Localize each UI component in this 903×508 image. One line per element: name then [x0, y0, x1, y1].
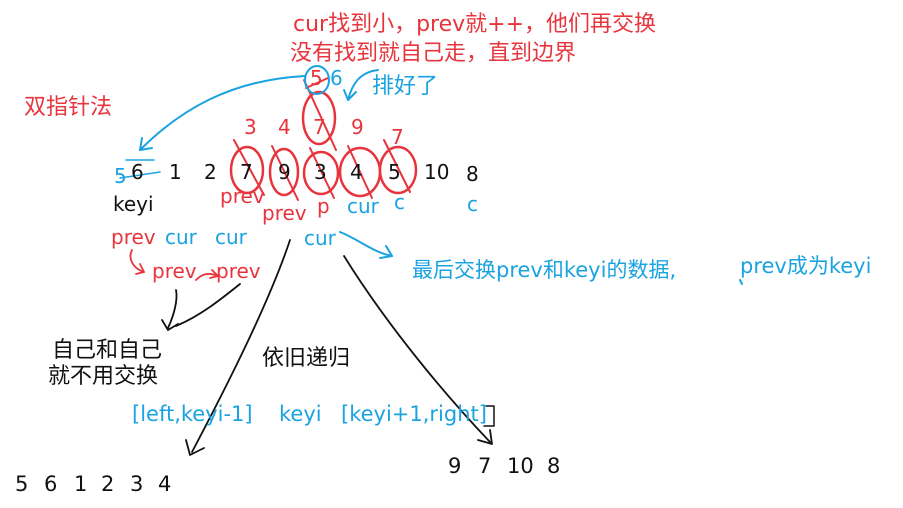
note-top-line1: cur找到小，prev就++，他们再交换: [293, 12, 657, 37]
arrow-final-swap: [339, 231, 393, 257]
array-cell-6: 4: [350, 160, 363, 184]
label-cur-row: cur: [347, 194, 379, 218]
label-prev-2: prev: [262, 201, 307, 225]
black-arrow-left: [185, 239, 291, 456]
trace-prev-2: prev: [152, 259, 197, 283]
result-right-1: 7: [478, 454, 492, 478]
strike-7: [233, 139, 265, 196]
note-method: 双指针法: [24, 95, 113, 120]
array-cell-4: 9: [278, 160, 291, 184]
label-keyi: keyi: [113, 192, 154, 216]
label-p: p: [317, 194, 330, 218]
arrow-sorted: [347, 69, 379, 101]
trace-prev-3: prev: [216, 259, 261, 283]
result-left-5: 4: [158, 472, 172, 496]
overwrite-above-3: 7: [313, 115, 326, 139]
result-left-1: 6: [44, 472, 58, 496]
array-cell-5: 3: [314, 160, 327, 184]
array-cell-1: 1: [169, 160, 182, 184]
result-right-2: 10: [507, 454, 534, 478]
circle-top-5: [304, 65, 330, 95]
label-prev-1: prev: [220, 184, 265, 208]
strike-top-7b: [305, 77, 329, 89]
array-cell-8: 10: [424, 160, 450, 184]
overwrite-above-7: 3: [244, 115, 257, 139]
result-right-0: 9: [448, 454, 462, 478]
arrow-final-swap-head: [379, 245, 393, 259]
strike-5: [383, 139, 411, 193]
note-self-swap-2: 就不用交换: [48, 364, 159, 389]
black-arrow-self2: [175, 283, 241, 327]
label-c-1: c: [394, 190, 405, 214]
trace-cur-2: cur: [215, 225, 247, 249]
result-left-4: 3: [130, 472, 144, 496]
trace-prev-1: prev: [111, 225, 156, 249]
partition-keyi: keyi: [279, 402, 322, 426]
prev-arrow-1-head: [135, 263, 145, 275]
prev-arrow-1: [129, 249, 145, 273]
black-arrow-self: [161, 289, 179, 331]
result-left-3: 2: [101, 472, 115, 496]
overwrite-above-5: 7: [391, 125, 404, 149]
partition-left: [left,keyi-1]: [132, 402, 253, 426]
strike-3: [309, 147, 335, 199]
array-cell-0: 6: [131, 160, 144, 184]
strike-4: [347, 145, 373, 199]
arrow-to-keyi: [139, 75, 306, 151]
result-right-3: 8: [547, 454, 561, 478]
result-left-0: 5: [15, 472, 29, 496]
note-prev-becomes: prev成为keyi: [740, 254, 872, 278]
note-final-swap: 最后交换prev和keyi的数据,: [412, 258, 677, 282]
partition-right: [keyi+1,right]: [341, 402, 487, 426]
circle-7: [229, 145, 265, 195]
black-arrow-right: [343, 255, 493, 445]
array-cell-2: 2: [204, 160, 217, 184]
array-cell-7: 5: [388, 160, 401, 184]
note-self-swap-1: 自己和自己: [52, 338, 163, 363]
trace-cur-1: cur: [165, 225, 197, 249]
note-still-recurse: 依旧递归: [262, 346, 351, 371]
array-cell-9: 8: [466, 162, 479, 186]
note-top-line2: 没有找到就自己走，直到边界: [290, 41, 577, 66]
result-left-2: 1: [74, 472, 88, 496]
label-c-2: c: [467, 192, 478, 216]
overwrite-above-4: 9: [351, 115, 364, 139]
note-sorted: 排好了: [372, 74, 439, 99]
circle-5: [378, 145, 418, 195]
circle-3: [302, 150, 340, 196]
arrow-to-keyi-head: [139, 137, 153, 151]
array-cell-3: 7: [240, 160, 253, 184]
circle-top-7: [301, 90, 337, 146]
prev-arrow-2: [195, 273, 219, 281]
swap-tick: [739, 279, 743, 285]
prev-arrow-2-head: [209, 269, 219, 279]
overwrite-above-9: 4: [278, 115, 291, 139]
overwrite-top-6: 6: [330, 66, 343, 90]
label-cur-lower: cur: [304, 226, 336, 250]
circle-9: [268, 147, 300, 197]
arrow-sorted-head: [343, 89, 357, 101]
overwrite-first-5: 5: [114, 164, 127, 188]
mark-56: [119, 159, 161, 179]
bracket-right: [483, 405, 495, 427]
overwrite-top-5: 5: [310, 66, 323, 90]
strike-9: [271, 145, 299, 201]
